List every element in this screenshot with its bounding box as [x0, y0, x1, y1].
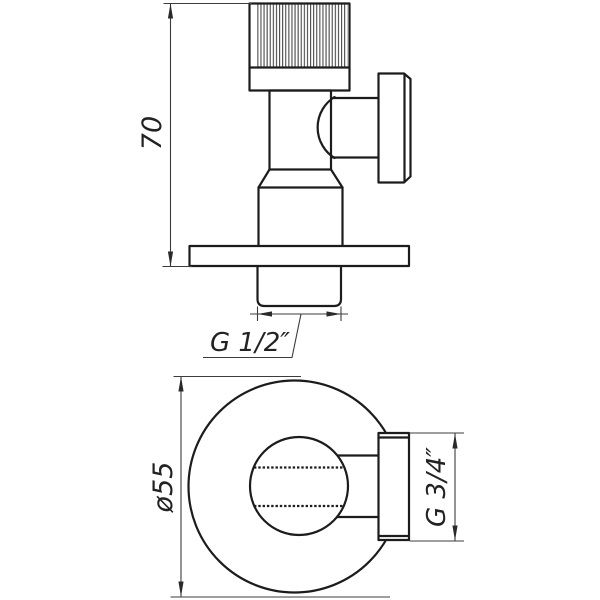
- height-dim-label: 70: [137, 116, 168, 150]
- inlet-leader-line: [203, 313, 302, 359]
- height-arrow-down: [167, 251, 174, 267]
- stem-flare: [257, 168, 344, 189]
- valve-bottom-view: [187, 379, 411, 594]
- height-arrow-up: [167, 3, 174, 19]
- wall-flange: [188, 244, 411, 268]
- valve-side-view: [188, 2, 412, 308]
- diameter-dim-label: ø55: [148, 462, 179, 514]
- outlet-dim-label: G 3/4″: [422, 447, 452, 527]
- inlet-arrow-right: [326, 311, 341, 317]
- inlet-arrow-left: [257, 311, 272, 317]
- outlet-arrow-down: [452, 525, 458, 541]
- valve-stem: [268, 89, 333, 171]
- body-sphere-arc: [316, 95, 336, 160]
- handwheel-knurl: [255, 4, 348, 68]
- bottom-outlet-nut: [377, 431, 411, 542]
- diameter-arrow-down: [178, 581, 184, 597]
- dimension-outlet-thread: G 3/4″: [409, 432, 464, 542]
- dimension-height-70: 70: [137, 2, 252, 268]
- inlet-dim-label: G 1/2″: [210, 328, 290, 358]
- inner-bore-circle: [248, 435, 350, 537]
- dimension-inlet-thread: G 1/2″: [203, 306, 348, 359]
- inlet-thread-nipple: [256, 265, 343, 308]
- outlet-arrow-up: [452, 433, 458, 449]
- outlet-nut: [377, 72, 412, 184]
- diameter-arrow-up: [178, 376, 184, 392]
- dimension-body-diameter: ø55: [148, 375, 390, 598]
